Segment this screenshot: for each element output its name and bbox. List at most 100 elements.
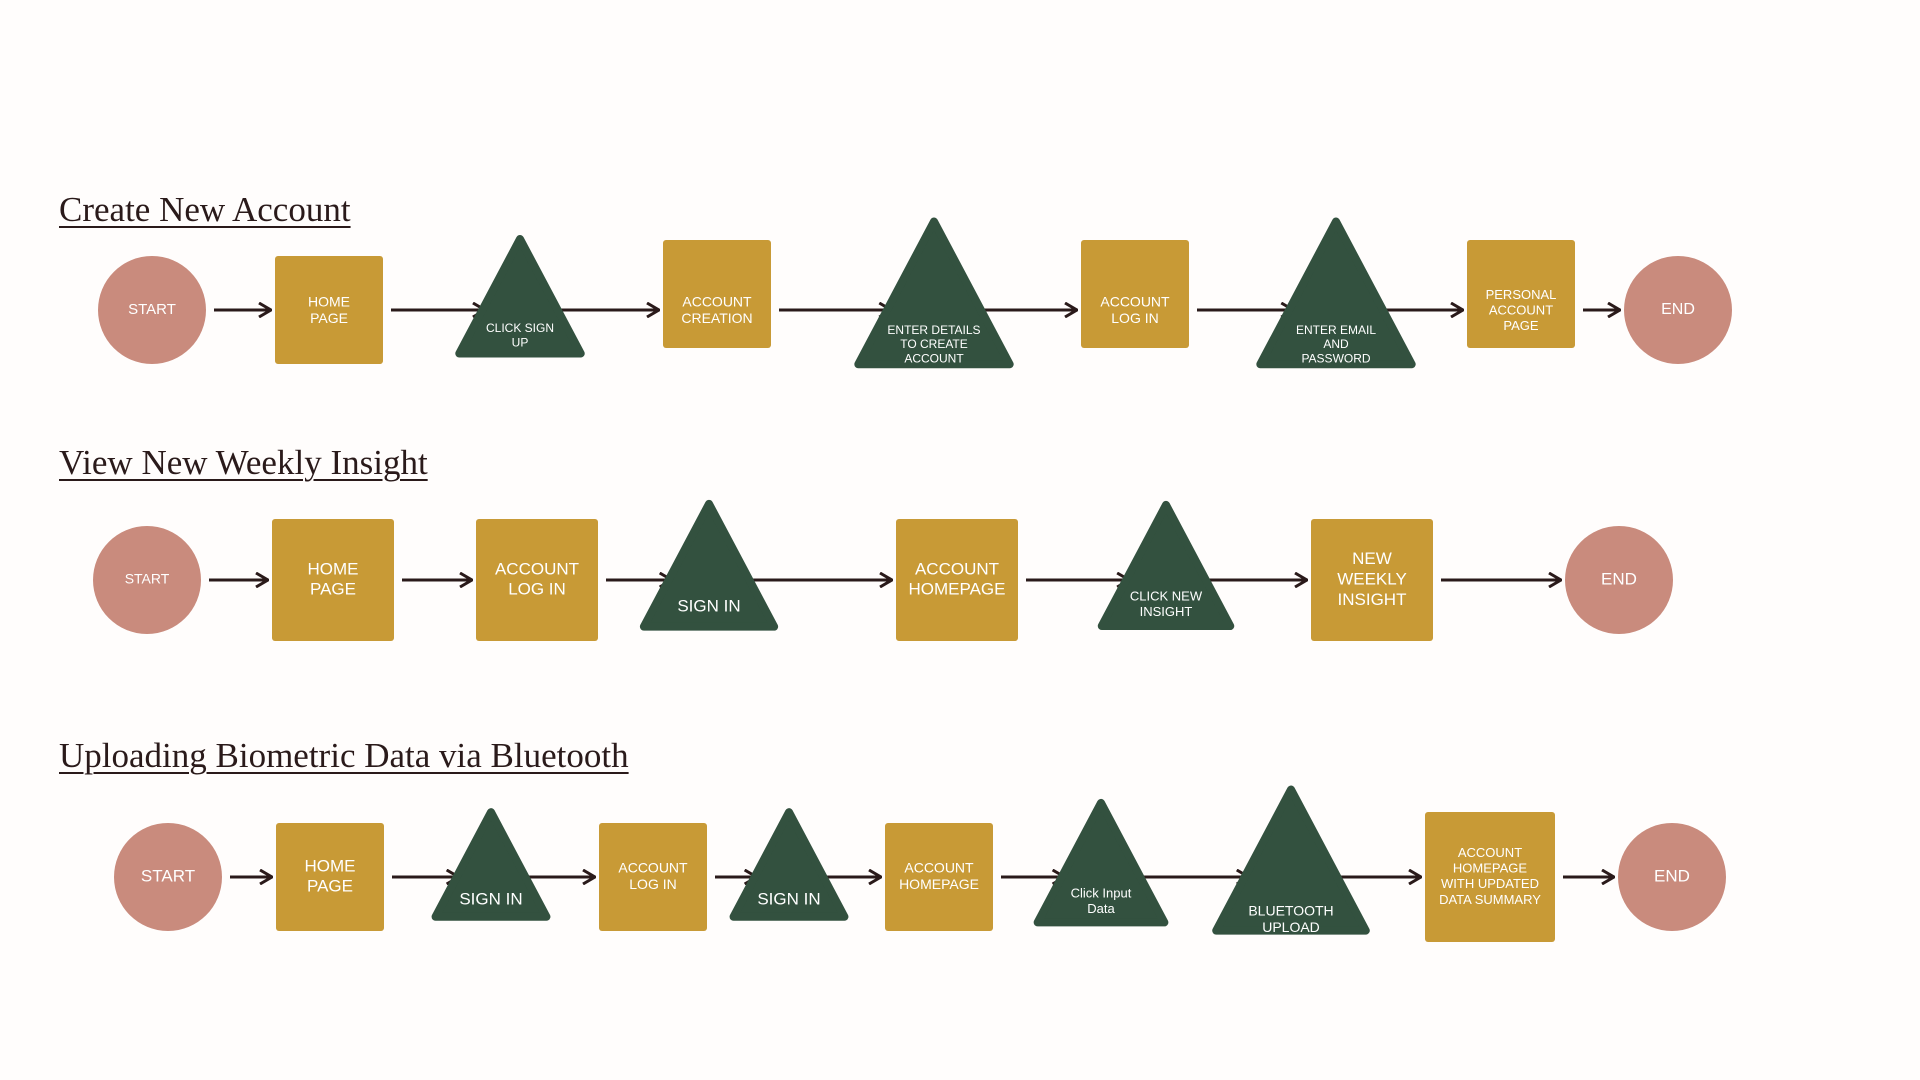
node-label: PAGE bbox=[1503, 318, 1538, 333]
node-label: INSIGHT bbox=[1338, 590, 1407, 609]
flow-node-triangle: SIGN IN bbox=[729, 808, 849, 921]
page-square bbox=[663, 240, 771, 348]
page-square bbox=[1081, 240, 1189, 348]
node-label: ACCOUNT bbox=[682, 293, 752, 309]
node-label: PAGE bbox=[310, 310, 348, 326]
node-label: HOME bbox=[305, 856, 356, 875]
action-triangle bbox=[1212, 785, 1370, 935]
node-label: TO CREATE bbox=[900, 337, 968, 351]
node-label: PERSONAL bbox=[1486, 287, 1557, 302]
action-triangle bbox=[1256, 217, 1416, 369]
node-label: HOME bbox=[308, 293, 350, 309]
flow-node-square: HOME PAGE bbox=[272, 519, 394, 641]
node-label: NEW bbox=[1352, 549, 1392, 568]
start-end-circle bbox=[1618, 823, 1726, 931]
page-square bbox=[1425, 812, 1555, 942]
start-end-circle bbox=[93, 526, 201, 634]
page-square bbox=[276, 823, 384, 931]
node-label: SIGN IN bbox=[757, 889, 820, 908]
node-label: LOG IN bbox=[508, 580, 566, 599]
page-square bbox=[476, 519, 598, 641]
flow-node-circle: END bbox=[1618, 823, 1726, 931]
node-label: CLICK NEW bbox=[1130, 589, 1203, 604]
flow-title-weekly-insight: View New Weekly Insight bbox=[59, 443, 428, 482]
node-label: END bbox=[1601, 569, 1637, 588]
action-triangle bbox=[639, 499, 779, 631]
action-triangle bbox=[729, 808, 849, 921]
flow-node-square: HOME PAGE bbox=[276, 823, 384, 931]
node-label: BLUETOOTH bbox=[1248, 902, 1333, 918]
node-label: ACCOUNT bbox=[495, 559, 579, 578]
node-label: PAGE bbox=[310, 580, 356, 599]
node-label: START bbox=[141, 866, 195, 885]
flow-title-biometric-upload: Uploading Biometric Data via Bluetooth bbox=[59, 736, 629, 775]
start-end-circle bbox=[1624, 256, 1732, 364]
action-triangle bbox=[431, 808, 551, 921]
flow-node-circle: END bbox=[1565, 526, 1673, 634]
node-label: HOMEPAGE bbox=[899, 876, 979, 892]
node-label: END bbox=[1661, 301, 1695, 318]
page-square bbox=[272, 519, 394, 641]
node-label: CREATION bbox=[681, 310, 752, 326]
page-square bbox=[885, 823, 993, 931]
action-triangle bbox=[1097, 500, 1235, 631]
flow-node-circle: START bbox=[114, 823, 222, 931]
node-label: UP bbox=[512, 335, 529, 349]
node-label: HOME bbox=[308, 559, 359, 578]
node-label: END bbox=[1654, 866, 1690, 885]
node-label: INSIGHT bbox=[1140, 604, 1193, 619]
node-label: UPLOAD bbox=[1262, 919, 1320, 935]
node-label: HOMEPAGE bbox=[1453, 861, 1527, 876]
node-label: ACCOUNT bbox=[1100, 293, 1170, 309]
node-label: ACCOUNT bbox=[618, 859, 688, 875]
edges-layer bbox=[209, 310, 1620, 877]
action-triangle bbox=[854, 217, 1014, 369]
node-label: LOG IN bbox=[629, 876, 676, 892]
node-label: WEEKLY bbox=[1337, 569, 1407, 588]
node-label: Click Input bbox=[1071, 886, 1132, 901]
node-label: LOG IN bbox=[1111, 310, 1158, 326]
node-label: START bbox=[125, 571, 170, 587]
flow-node-circle: END bbox=[1624, 256, 1732, 364]
node-label: START bbox=[128, 301, 176, 318]
start-end-circle bbox=[1565, 526, 1673, 634]
node-label: AND bbox=[1323, 337, 1349, 351]
node-label: ENTER DETAILS bbox=[887, 323, 980, 337]
page-square bbox=[275, 256, 383, 364]
start-end-circle bbox=[114, 823, 222, 931]
page-square bbox=[1467, 240, 1575, 348]
node-label: WITH UPDATED bbox=[1441, 876, 1539, 891]
flow-node-square: HOMEPAGE bbox=[275, 256, 383, 364]
node-label: ACCOUNT bbox=[904, 859, 974, 875]
flow-node-circle: START bbox=[98, 256, 206, 364]
page-square bbox=[599, 823, 707, 931]
node-label: DATA SUMMARY bbox=[1439, 892, 1541, 907]
action-triangle bbox=[1033, 798, 1169, 927]
node-label: PASSWORD bbox=[1301, 352, 1370, 366]
node-label: ENTER EMAIL bbox=[1296, 323, 1376, 337]
flow-node-square: ACCOUNT LOG IN bbox=[476, 519, 598, 641]
flow-node-triangle: SIGN IN bbox=[639, 499, 779, 631]
node-label: ACCOUNT bbox=[1489, 302, 1553, 317]
page-square bbox=[1311, 519, 1433, 641]
action-triangle bbox=[455, 234, 585, 358]
node-label: Data bbox=[1087, 901, 1115, 916]
node-label: PAGE bbox=[307, 877, 353, 896]
node-label: HOMEPAGE bbox=[909, 580, 1006, 599]
